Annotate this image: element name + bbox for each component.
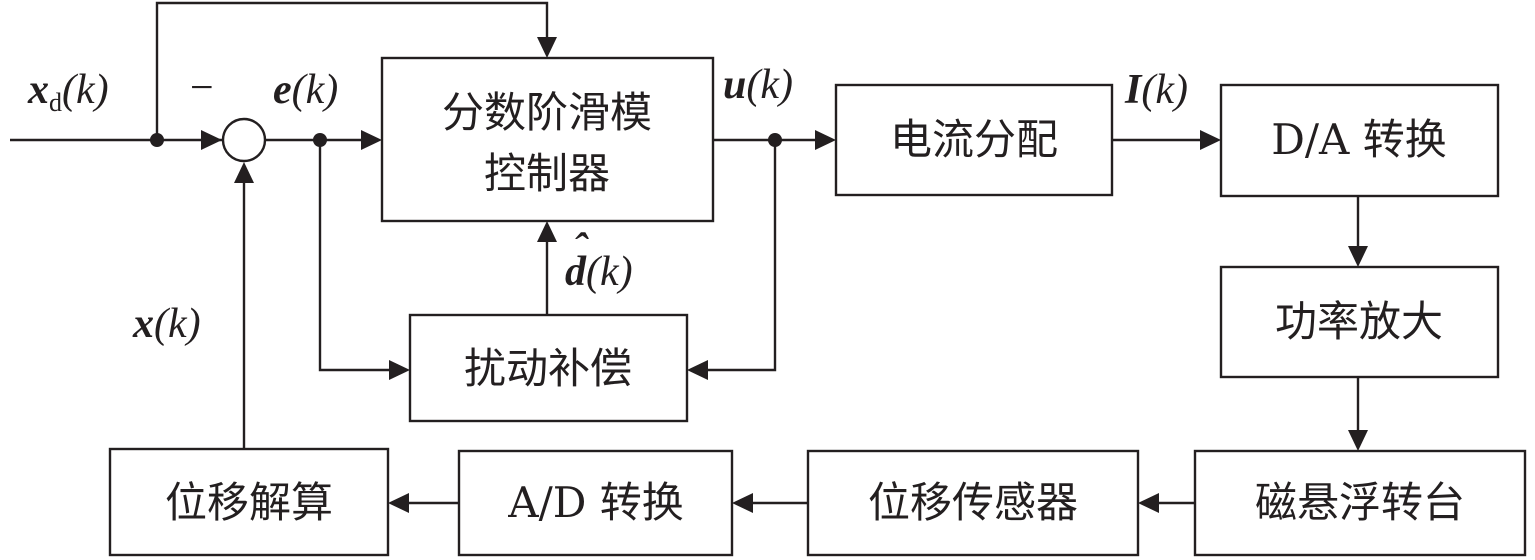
signal-label-dhat: d(k) — [565, 249, 633, 295]
signal-label-x: x(k) — [132, 301, 201, 347]
maglev-block — [1193, 449, 1527, 557]
signal-hat-mark: ˆ — [573, 226, 589, 272]
da-block — [1219, 83, 1500, 198]
signal-label-I: I(k) — [1124, 67, 1188, 113]
disturbance-comp-block — [408, 313, 689, 423]
arrow-into-controller-top — [537, 37, 557, 58]
feedforward-wire — [155, 1, 549, 140]
ad-label: A/D 转换 — [507, 478, 684, 527]
disp-solve-label: 位移解算 — [165, 478, 333, 527]
signal-label-xd: xd(k) — [27, 67, 109, 117]
disp-solve-block — [108, 447, 390, 557]
junction-dot-xd — [150, 133, 164, 147]
error-branch-wire — [318, 140, 392, 372]
controller-block — [380, 56, 715, 223]
arrow-into-comp-left — [389, 360, 410, 380]
controller-label-line1: 分数阶滑模 — [442, 88, 652, 137]
arrow-into-controller-left — [361, 130, 382, 150]
current-dist-block — [834, 83, 1114, 197]
power-amp-label: 功率放大 — [1275, 297, 1443, 346]
sensor-label: 位移传感器 — [868, 478, 1078, 527]
control-branch-wire — [705, 140, 777, 372]
arrow-into-sum — [201, 130, 222, 150]
sensor-block — [806, 449, 1140, 557]
arrow-into-power-amp — [1348, 246, 1368, 267]
signal-label-e: e(k) — [273, 67, 338, 113]
signal-label-u: u(k) — [723, 62, 793, 108]
ad-block — [457, 449, 734, 557]
arrow-into-controller-bottom — [537, 221, 557, 242]
disturbance-comp-label: 扰动补偿 — [464, 344, 632, 393]
arrow-into-sensor — [1138, 493, 1159, 513]
arrow-into-disp-solve — [388, 493, 409, 513]
arrow-into-comp-right — [687, 360, 708, 380]
current-dist-label: 电流分配 — [890, 115, 1058, 164]
arrow-into-ad — [732, 493, 753, 513]
arrow-into-sum-bottom — [234, 162, 254, 183]
power-amp-block — [1219, 265, 1500, 379]
arrow-into-da — [1200, 130, 1221, 150]
da-label: D/A 转换 — [1271, 115, 1447, 164]
junction-dot-e — [313, 133, 327, 147]
summing-junction — [221, 117, 267, 163]
arrow-into-current-dist — [815, 130, 836, 150]
controller-label-line2: 控制器 — [484, 149, 610, 198]
arrow-into-maglev — [1348, 430, 1368, 451]
maglev-label: 磁悬浮转台 — [1255, 478, 1465, 527]
junction-dot-u — [768, 133, 782, 147]
summing-minus-sign: − — [190, 65, 214, 111]
